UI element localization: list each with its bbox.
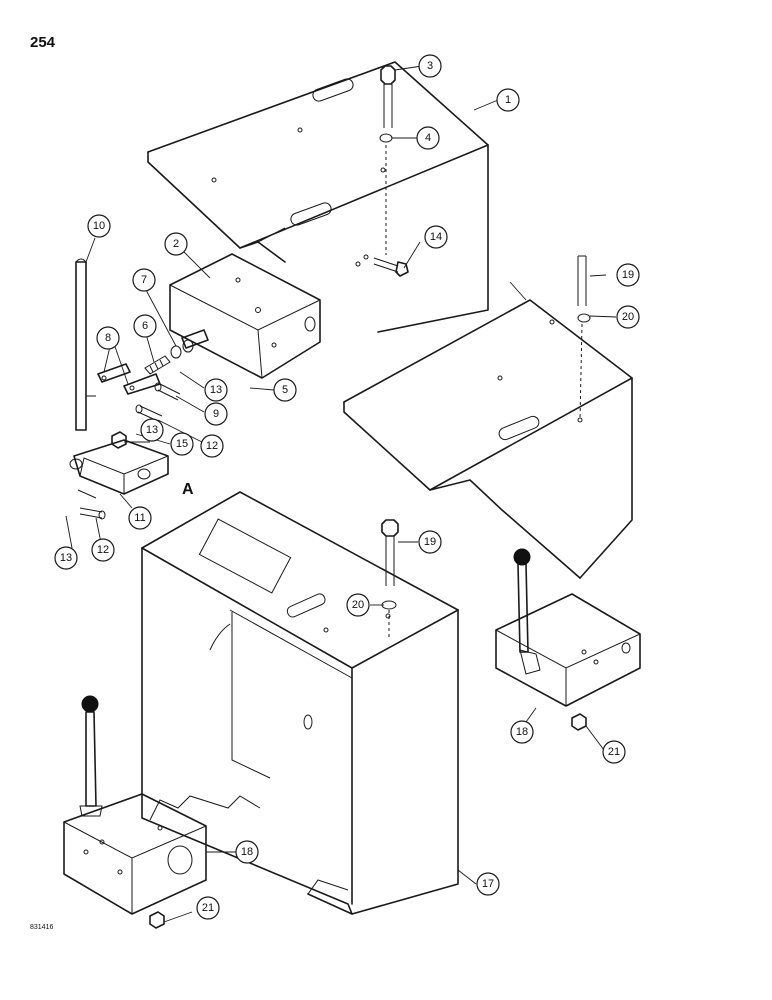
spring-6 (144, 355, 171, 375)
svg-text:7: 7 (141, 274, 147, 286)
lever-knob-right (513, 548, 531, 653)
svg-text:19: 19 (622, 269, 634, 281)
nut-21-right (571, 713, 587, 731)
callout-6: 6 (133, 314, 157, 338)
upper-cover-plate (147, 61, 489, 333)
svg-text:5: 5 (282, 384, 288, 396)
callout-20-upper: 20 (616, 305, 640, 329)
control-valve-18-left (63, 793, 207, 915)
callout-5: 5 (273, 378, 297, 402)
svg-text:18: 18 (241, 846, 253, 858)
pin-9 (154, 382, 181, 401)
callout-19-upper: 19 (616, 263, 640, 287)
callout-1: 1 (496, 88, 520, 112)
callout-21-right: 21 (602, 740, 626, 764)
callout-12-b: 12 (91, 538, 115, 562)
bolt-14 (355, 254, 409, 277)
svg-text:10: 10 (93, 220, 105, 232)
leader-lines (65, 65, 617, 923)
washer-4 (379, 133, 393, 143)
svg-text:9: 9 (213, 408, 219, 420)
nut-21-left (149, 911, 165, 929)
svg-text:4: 4 (425, 132, 431, 144)
cotter-13 (77, 489, 97, 499)
callout-12-a: 12 (200, 434, 224, 458)
svg-text:13: 13 (146, 424, 158, 436)
callout-10: 10 (87, 214, 111, 238)
svg-text:20: 20 (352, 599, 364, 611)
callout-2: 2 (164, 232, 188, 256)
svg-text:1: 1 (505, 94, 511, 106)
figure-code: 831416 (30, 924, 54, 931)
callout-13-c: 13 (54, 546, 78, 570)
callout-21-left: 21 (196, 896, 220, 920)
bolt-19-upper (577, 255, 587, 306)
callout-20-lower: 20 (346, 593, 370, 617)
pin-12-lower (79, 507, 106, 520)
svg-text:8: 8 (105, 332, 111, 344)
upper-cover-slot-2 (290, 202, 332, 226)
callout-3: 3 (418, 54, 442, 78)
svg-text:13: 13 (210, 384, 222, 396)
console-top-opening (198, 518, 292, 594)
valve-block-2 (169, 253, 321, 379)
svg-text:14: 14 (430, 231, 442, 243)
svg-text:20: 20 (622, 311, 634, 323)
callout-18-left: 18 (235, 840, 259, 864)
svg-text:11: 11 (134, 512, 145, 524)
callout-13-a: 13 (204, 378, 228, 402)
control-valve-18-right (495, 593, 641, 707)
console-frame-17 (141, 491, 459, 915)
callout-19-lower: 19 (418, 530, 442, 554)
callout-15: 15 (170, 432, 194, 456)
washer-20-lower (381, 600, 397, 610)
callout-18-right: 18 (510, 720, 534, 744)
page-number: 254 (30, 34, 56, 51)
lever-knob-left (79, 695, 103, 817)
callout-14: 14 (424, 225, 448, 249)
callout-7: 7 (132, 268, 156, 292)
bolt-19-lower (381, 519, 399, 586)
svg-text:18: 18 (516, 726, 528, 738)
svg-text:21: 21 (202, 902, 214, 914)
washer-20-upper (577, 313, 591, 323)
right-cover-plate (343, 299, 633, 579)
svg-text:12: 12 (97, 544, 109, 556)
svg-text:19: 19 (424, 536, 436, 548)
callout-13-b: 13 (140, 418, 164, 442)
callout-11: 11 (128, 506, 152, 530)
upper-cover-slot-1 (312, 78, 354, 102)
callout-4: 4 (416, 126, 440, 150)
svg-text:13: 13 (60, 552, 72, 564)
callout-9: 9 (204, 402, 228, 426)
console-top-slot (286, 593, 326, 618)
svg-text:15: 15 (176, 438, 188, 450)
svg-text:12: 12 (206, 440, 218, 452)
svg-text:17: 17 (482, 878, 494, 890)
bracket-11 (69, 439, 169, 495)
view-label-a: A (182, 481, 194, 498)
svg-text:6: 6 (142, 320, 148, 332)
right-cover-slot (498, 415, 540, 441)
svg-text:2: 2 (173, 238, 179, 250)
svg-text:3: 3 (427, 60, 433, 72)
callout-8: 8 (96, 326, 120, 350)
svg-text:21: 21 (608, 746, 620, 758)
callout-17: 17 (476, 872, 500, 896)
bolt-3 (380, 65, 396, 128)
lever-10 (75, 258, 96, 431)
